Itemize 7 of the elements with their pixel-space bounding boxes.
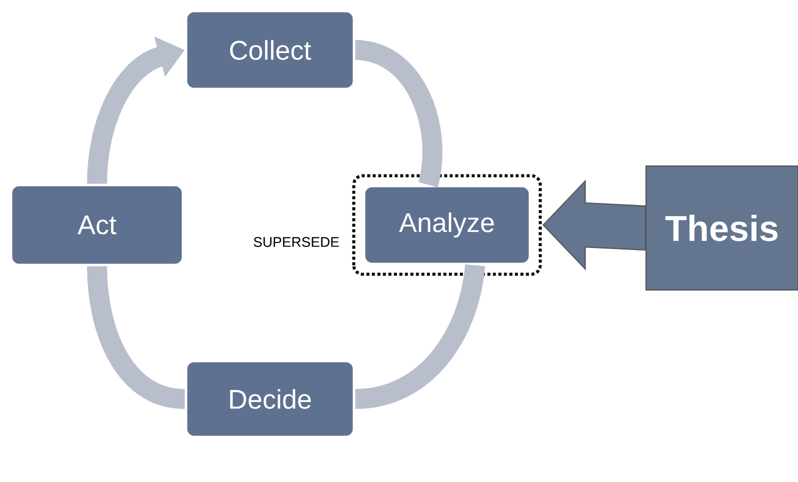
label-text: SUPERSEDE: [254, 237, 339, 247]
step-box: Collect: [184, 10, 356, 90]
source-box: Thesis: [646, 166, 798, 290]
step-box: Decide: [184, 360, 356, 438]
block-arrow: [542, 180, 646, 270]
step-box: Analyze: [362, 184, 532, 266]
step-box: Act: [10, 184, 184, 266]
